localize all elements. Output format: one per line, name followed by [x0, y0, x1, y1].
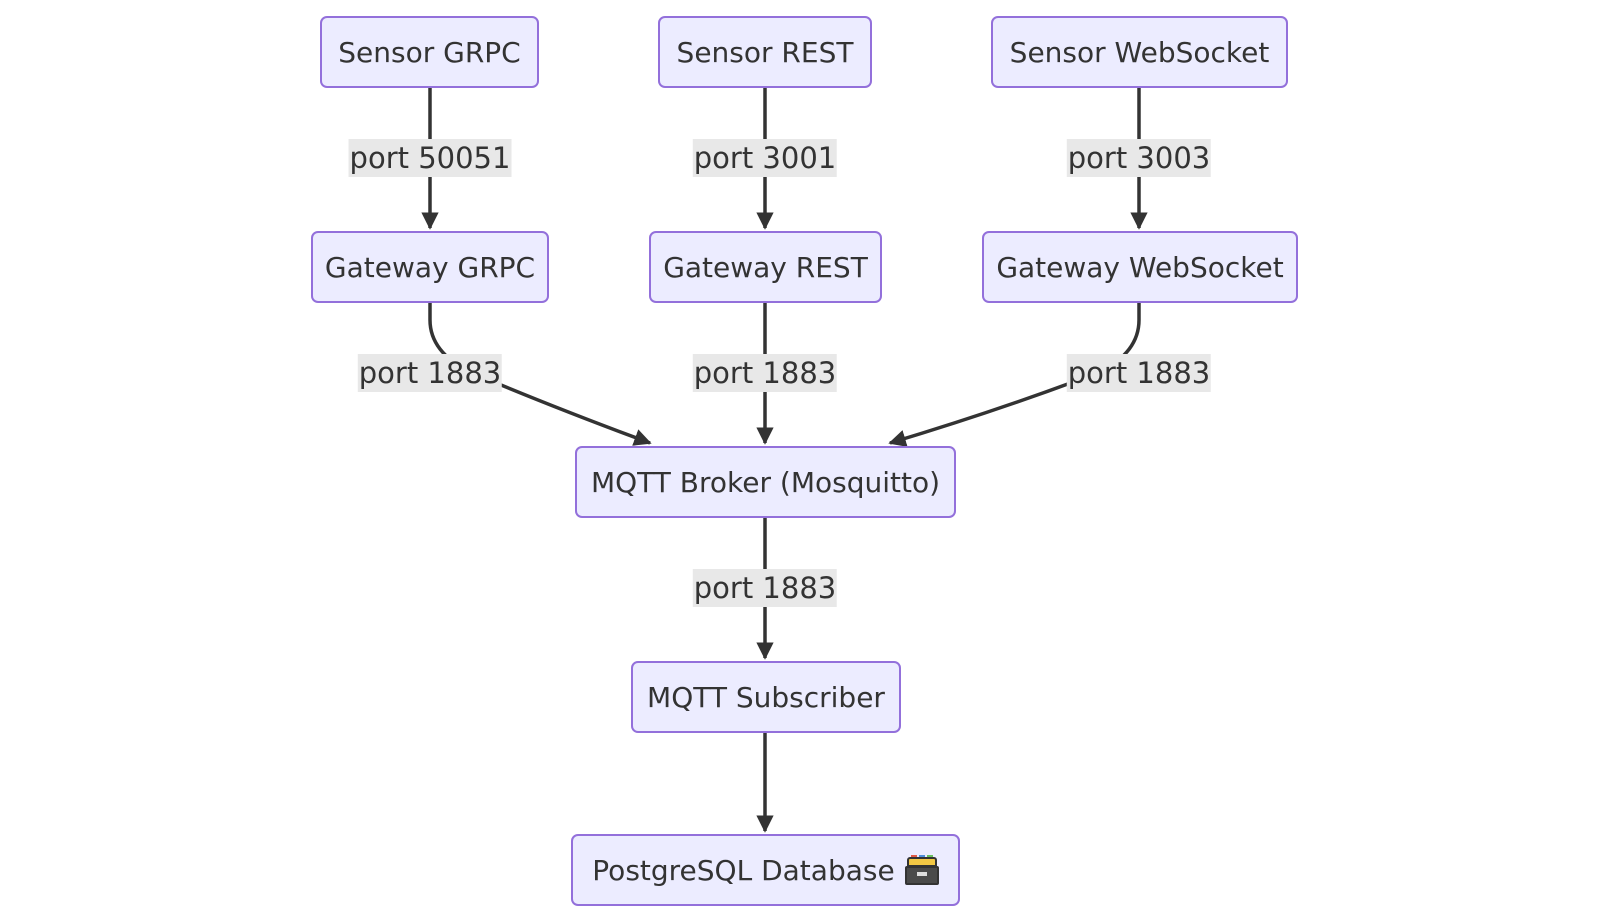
node-mqtt-broker: MQTT Broker (Mosquitto) — [575, 446, 956, 518]
edge-label-gateway-websocket: port 1883 — [1066, 354, 1212, 392]
node-gateway-websocket: Gateway WebSocket — [982, 231, 1298, 303]
edge-label-gateway-grpc: port 1883 — [357, 354, 503, 392]
node-postgres-db-label: PostgreSQL Database — [592, 853, 895, 887]
node-sensor-websocket-label: Sensor WebSocket — [1009, 35, 1270, 69]
node-sensor-grpc: Sensor GRPC — [320, 16, 539, 88]
node-gateway-websocket-label: Gateway WebSocket — [996, 250, 1284, 284]
edge-label-broker-to-subscriber: port 1883 — [692, 569, 838, 607]
node-sensor-grpc-label: Sensor GRPC — [338, 35, 521, 69]
node-gateway-rest-label: Gateway REST — [663, 250, 868, 284]
node-sensor-websocket: Sensor WebSocket — [991, 16, 1288, 88]
node-gateway-grpc: Gateway GRPC — [311, 231, 549, 303]
node-gateway-grpc-label: Gateway GRPC — [324, 250, 536, 284]
edge-label-gateway-rest: port 1883 — [692, 354, 838, 392]
node-sensor-rest-label: Sensor REST — [676, 35, 854, 69]
edge-label-sensor-grpc: port 50051 — [348, 139, 512, 177]
node-mqtt-subscriber-label: MQTT Subscriber — [647, 680, 885, 714]
node-postgres-db: PostgreSQL Database — [571, 834, 960, 906]
edge-label-sensor-rest: port 3001 — [692, 139, 838, 177]
node-sensor-rest: Sensor REST — [658, 16, 872, 88]
node-gateway-rest: Gateway REST — [649, 231, 882, 303]
node-mqtt-broker-label: MQTT Broker (Mosquitto) — [590, 465, 940, 499]
card-file-box-icon — [904, 855, 939, 885]
node-mqtt-subscriber: MQTT Subscriber — [631, 661, 901, 733]
edge-label-sensor-websocket: port 3003 — [1066, 139, 1212, 177]
